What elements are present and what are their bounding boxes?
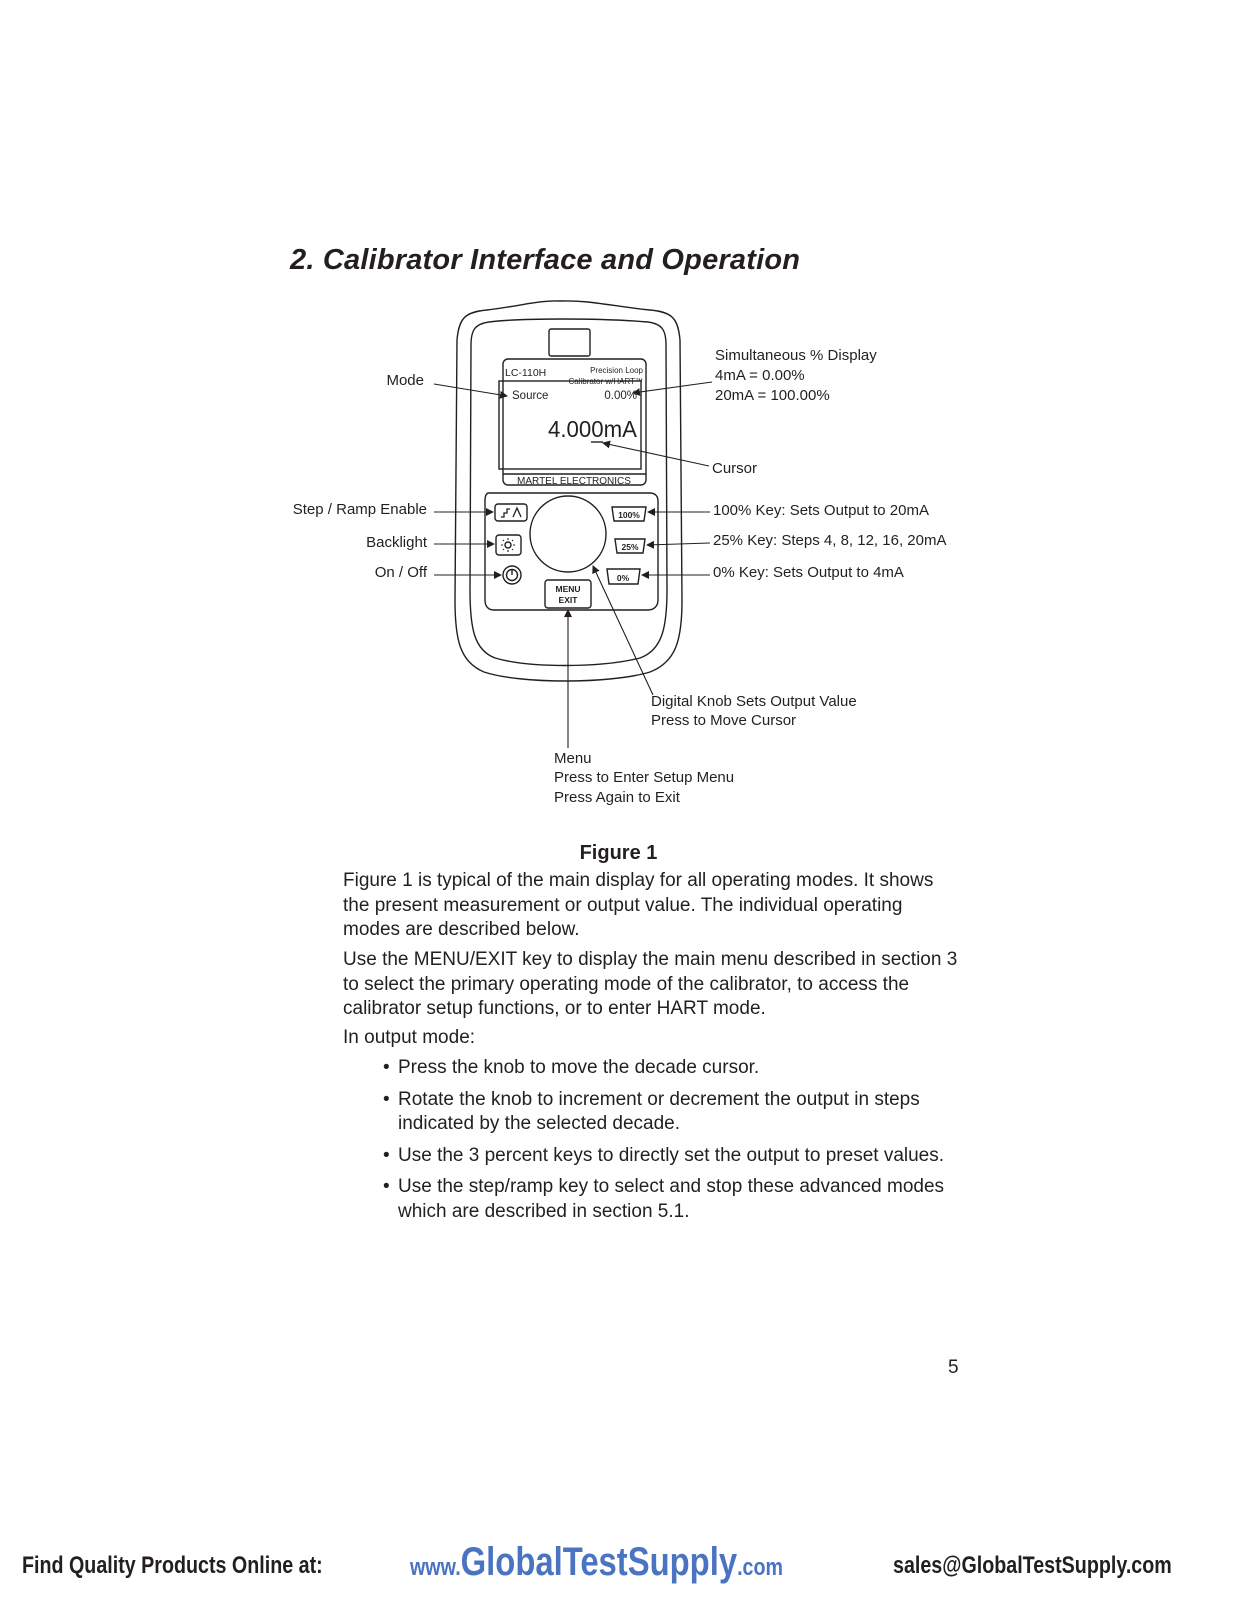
device-outer-body	[454, 300, 683, 682]
url-prefix: www.	[410, 1554, 461, 1581]
list-item-text: Rotate the knob to increment or decremen…	[398, 1088, 920, 1135]
footer-website-link[interactable]: www.GlobalTestSupply.com	[410, 1540, 783, 1585]
url-suffix: .com	[737, 1554, 783, 1581]
power-key	[502, 565, 522, 585]
callout-knob-1: Digital Knob Sets Output Value	[651, 693, 857, 710]
callout-key-0: 0% Key: Sets Output to 4mA	[713, 564, 904, 581]
key-25-percent	[614, 538, 646, 554]
section-heading: 2. Calibrator Interface and Operation	[290, 244, 801, 276]
footer-email-link[interactable]: sales@GlobalTestSupply.com	[893, 1552, 1172, 1579]
callout-simultaneous-2: 4mA = 0.00%	[715, 367, 805, 384]
sensor-window	[548, 328, 591, 357]
body-paragraph-2: Use the MENU/EXIT key to display the mai…	[343, 948, 963, 1022]
callout-cursor: Cursor	[712, 460, 758, 477]
callout-step-ramp: Step / Ramp Enable	[292, 501, 427, 518]
callout-knob-2: Press to Move Cursor	[651, 712, 797, 729]
body-paragraph-1: Figure 1 is typical of the main display …	[343, 869, 963, 943]
percent-leader	[632, 381, 713, 396]
callout-on-off: On / Off	[374, 564, 427, 581]
callout-menu-1: Menu	[554, 750, 592, 767]
list-item-text: Use the 3 percent keys to directly set t…	[398, 1144, 945, 1166]
paragraph-text: In output mode:	[343, 1027, 476, 1048]
paragraph-text: Figure 1 is typical of the main display …	[343, 870, 934, 940]
figure-caption: Figure 1	[579, 842, 658, 864]
list-item-text: Use the step/ramp key to select and stop…	[398, 1176, 945, 1222]
device-inner-body	[469, 318, 668, 667]
device-brand: MARTEL ELECTRONICS	[517, 476, 631, 487]
callout-menu-3: Press Again to Exit	[554, 789, 680, 806]
bullet-dot: •	[383, 1088, 390, 1110]
callout-simultaneous-1: Simultaneous % Display	[715, 347, 877, 364]
device-model: LC-110H	[505, 367, 546, 379]
knob-leader	[592, 565, 654, 696]
display-mode: Source	[512, 390, 548, 402]
callout-simultaneous-3: 20mA = 100.00%	[715, 387, 830, 404]
key-100-label: 100%	[618, 510, 640, 520]
key-0-label: 0%	[617, 573, 630, 583]
display-bezel	[502, 358, 647, 486]
body-paragraph-3: In output mode:	[343, 1026, 963, 1051]
bullet-dot: •	[383, 1057, 390, 1078]
key-100-percent	[611, 506, 647, 522]
display-reading: 4.000mA	[548, 416, 638, 442]
menu-key-label-2: EXIT	[559, 595, 579, 605]
callout-key-25: 25% Key: Steps 4, 8, 12, 16, 20mA	[713, 532, 947, 549]
key-0-percent	[606, 568, 641, 585]
output-mode-list: • Press the knob to move the decade curso…	[383, 1056, 973, 1231]
step-ramp-key	[494, 503, 528, 522]
paragraph-text: Use the MENU/EXIT key to display the mai…	[343, 949, 958, 1019]
digital-knob	[529, 495, 607, 573]
list-item: • Use the step/ramp key to select and sto…	[383, 1175, 973, 1224]
menu-key-label-1: MENU	[555, 584, 580, 594]
list-item-text: Press the knob to move the decade cursor…	[398, 1057, 760, 1078]
device-subtitle-2: Calibrator w/HART™	[568, 377, 643, 386]
page-number: 5	[948, 1357, 959, 1378]
cursor-leader	[602, 440, 710, 467]
key-25-label: 25%	[621, 542, 638, 552]
display-screen	[498, 380, 642, 470]
display-percent: 0.00%	[604, 390, 637, 402]
url-main: GlobalTestSupply	[460, 1540, 738, 1584]
backlight-key	[495, 534, 522, 556]
list-item: • Rotate the knob to increment or decreme…	[383, 1088, 973, 1137]
list-item: • Use the 3 percent keys to directly set …	[383, 1144, 973, 1169]
button-panel	[484, 492, 659, 611]
footer-tagline: Find Quality Products Online at:	[22, 1552, 323, 1579]
menu-exit-key	[544, 579, 592, 609]
key-25-leader	[646, 540, 711, 549]
mode-leader	[433, 383, 508, 399]
bullet-dot: •	[383, 1176, 390, 1197]
bullet-dot: •	[383, 1144, 390, 1166]
callout-mode: Mode	[386, 372, 424, 389]
callout-key-100: 100% Key: Sets Output to 20mA	[713, 502, 929, 519]
callout-backlight: Backlight	[366, 534, 427, 551]
list-item: • Press the knob to move the decade curso…	[383, 1056, 973, 1081]
calibrator-figure: LC-110H Precision Loop Calibrator w/HART…	[433, 300, 713, 748]
callout-menu-2: Press to Enter Setup Menu	[554, 769, 735, 786]
device-subtitle-1: Precision Loop	[590, 366, 643, 375]
